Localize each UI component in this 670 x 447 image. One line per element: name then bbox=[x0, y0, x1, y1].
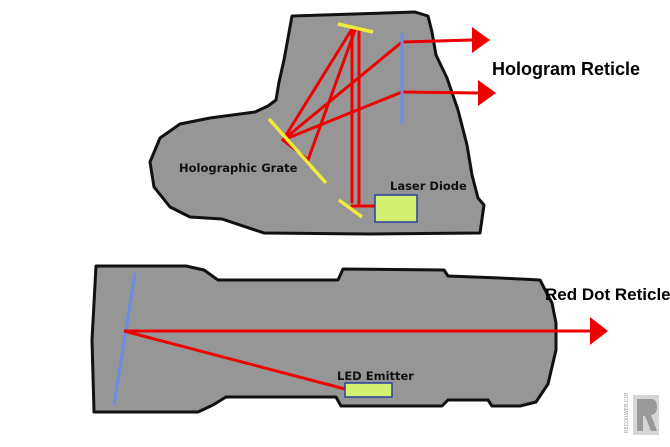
laser-diode-box bbox=[374, 194, 418, 223]
beam-lower-ray bbox=[400, 90, 480, 95]
recoilweb-logo: RECOILWEB.COM bbox=[624, 393, 659, 435]
holographic-grate-label: Holographic Grate bbox=[179, 161, 298, 175]
beam-upper-ray bbox=[400, 38, 474, 44]
bottom-mirror bbox=[337, 198, 364, 219]
svg-text:RECOILWEB.COM: RECOILWEB.COM bbox=[624, 393, 630, 433]
top-mirror bbox=[337, 22, 374, 34]
holographic-sight-body bbox=[148, 10, 486, 236]
led-emitter-box bbox=[344, 382, 393, 398]
beam-return-top bbox=[306, 28, 357, 162]
beam-out-lower bbox=[281, 90, 404, 142]
holographic-grate bbox=[267, 117, 328, 185]
led-beam-to-lens bbox=[123, 329, 346, 391]
laser-diode-label: Laser Diode bbox=[390, 179, 467, 193]
red-dot-arrowhead bbox=[590, 317, 608, 345]
red-dot-lens bbox=[112, 272, 137, 406]
hologram-beams bbox=[281, 27, 480, 208]
beam-mirror-to-grate bbox=[281, 27, 354, 142]
lower-arrowhead bbox=[478, 80, 496, 106]
led-emitter-label: LED Emitter bbox=[337, 369, 414, 383]
hologram-reticle-title: Hologram Reticle bbox=[492, 59, 641, 79]
red-dot-sight-body bbox=[90, 264, 558, 414]
beam-out-upper bbox=[281, 40, 404, 142]
red-dot-reticle-title: Red Dot Reticle bbox=[545, 285, 670, 304]
upper-arrowhead bbox=[472, 27, 490, 53]
